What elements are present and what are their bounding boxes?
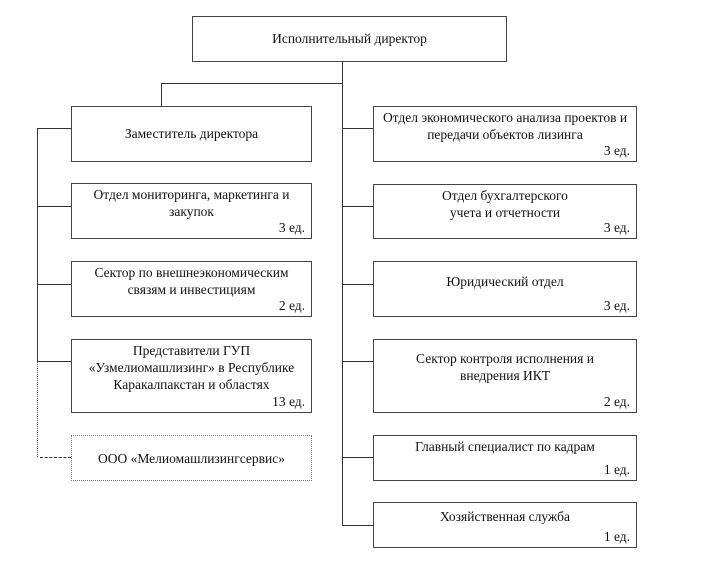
connector xyxy=(37,284,71,285)
box-title: Отдел мониторинга, маркетинга и закупок xyxy=(93,187,290,219)
staff-count: 1 ед. xyxy=(603,462,630,477)
deputy-box: Заместитель директора xyxy=(71,106,312,162)
director-box: Исполнительный директор xyxy=(192,16,507,62)
staff-count: 3 ед. xyxy=(278,220,305,235)
box-title: Представители ГУП «Узмелиомашлизинг» в Р… xyxy=(88,343,295,392)
staff-count: 13 ед. xyxy=(272,394,305,409)
dashed-connector xyxy=(40,457,71,458)
unit-box: Представители ГУП «Узмелиомашлизинг» в Р… xyxy=(71,339,312,413)
unit-box: Хозяйственная служба 1 ед. xyxy=(373,502,637,548)
unit-box: Юридический отдел 3 ед. xyxy=(373,261,637,317)
box-title: Сектор по внешнеэкономическим связям и и… xyxy=(94,265,289,297)
box-title: ООО «Мелиомашлизингсервис» xyxy=(97,451,285,466)
box-title: Юридический отдел xyxy=(446,274,564,289)
staff-count: 3 ед. xyxy=(603,298,630,313)
affiliate-box: ООО «Мелиомашлизингсервис» xyxy=(71,435,312,481)
box-title: Главный специалист по кадрам xyxy=(415,439,595,454)
box-title: Сектор контроля исполнения и внедрения И… xyxy=(416,351,594,383)
connector xyxy=(161,83,343,84)
connector xyxy=(342,61,343,526)
box-title: Исполнительный директор xyxy=(272,31,427,46)
connector xyxy=(37,128,71,129)
unit-box: Отдел мониторинга, маркетинга и закупок … xyxy=(71,183,312,239)
connector xyxy=(161,83,162,106)
staff-count: 2 ед. xyxy=(603,394,630,409)
staff-count: 3 ед. xyxy=(603,143,630,158)
staff-count: 2 ед. xyxy=(278,298,305,313)
connector xyxy=(342,206,373,207)
unit-box: Сектор контроля исполнения и внедрения И… xyxy=(373,339,637,413)
unit-box: Сектор по внешнеэкономическим связям и и… xyxy=(71,261,312,317)
connector xyxy=(37,361,71,362)
connector xyxy=(342,128,373,129)
unit-box: Отдел экономического анализа проектов и … xyxy=(373,106,637,162)
unit-box: Главный специалист по кадрам 1 ед. xyxy=(373,435,637,481)
connector xyxy=(342,361,373,362)
connector xyxy=(342,525,373,526)
unit-box: Отдел бухгалтерского учета и отчетности … xyxy=(373,184,637,239)
connector xyxy=(37,206,71,207)
connector xyxy=(342,284,373,285)
staff-count: 1 ед. xyxy=(603,529,630,544)
dotted-connector xyxy=(37,362,38,457)
connector xyxy=(37,128,38,362)
box-title: Отдел экономического анализа проектов и … xyxy=(382,110,628,142)
staff-count: 3 ед. xyxy=(603,220,630,235)
box-title: Хозяйственная служба xyxy=(440,509,570,524)
box-title: Заместитель директора xyxy=(124,126,259,141)
box-title: Отдел бухгалтерского учета и отчетности xyxy=(442,188,568,220)
connector xyxy=(342,457,373,458)
